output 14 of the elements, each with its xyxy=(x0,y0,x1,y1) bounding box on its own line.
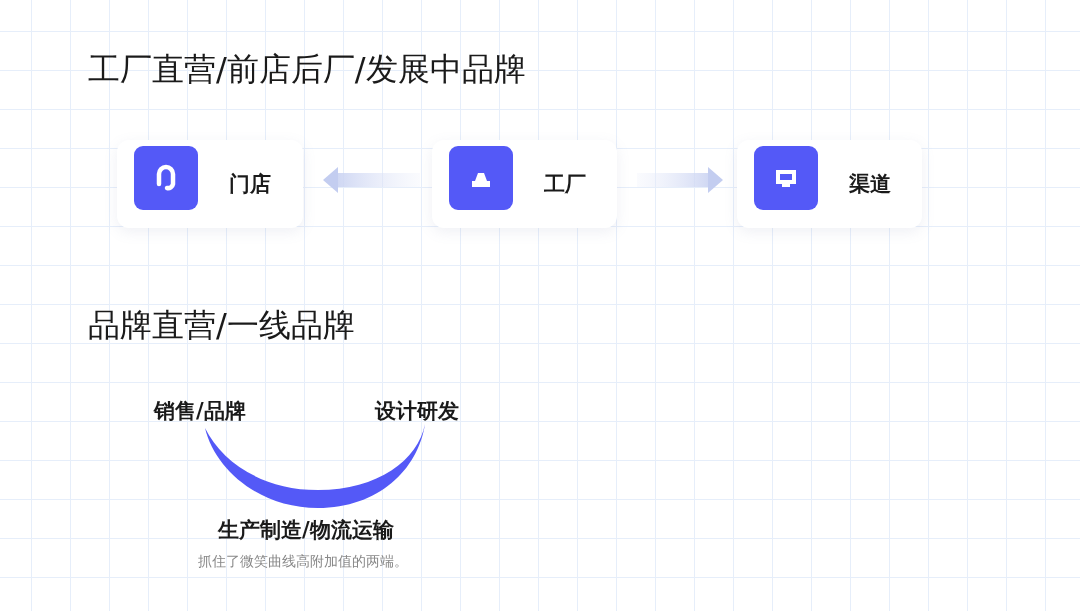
node-label: 门店 xyxy=(229,171,271,198)
caption-note: 抓住了微笑曲线高附加值的两端。 xyxy=(198,553,408,571)
section-heading: 品牌直营/一线品牌 xyxy=(88,305,355,346)
curve-label: 销售/品牌 xyxy=(154,398,246,425)
node-label: 渠道 xyxy=(849,171,891,198)
section-heading: 工厂直营/前店后厂/发展中品牌 xyxy=(88,49,526,90)
node-card xyxy=(117,140,303,228)
curve-label: 生产制造/物流运输 xyxy=(218,517,394,544)
node-label: 工厂 xyxy=(544,171,586,198)
curve-label: 设计研发 xyxy=(375,398,459,425)
node-card xyxy=(737,140,922,228)
arrow xyxy=(637,167,723,193)
arrow xyxy=(323,167,420,193)
node-card xyxy=(432,140,617,228)
